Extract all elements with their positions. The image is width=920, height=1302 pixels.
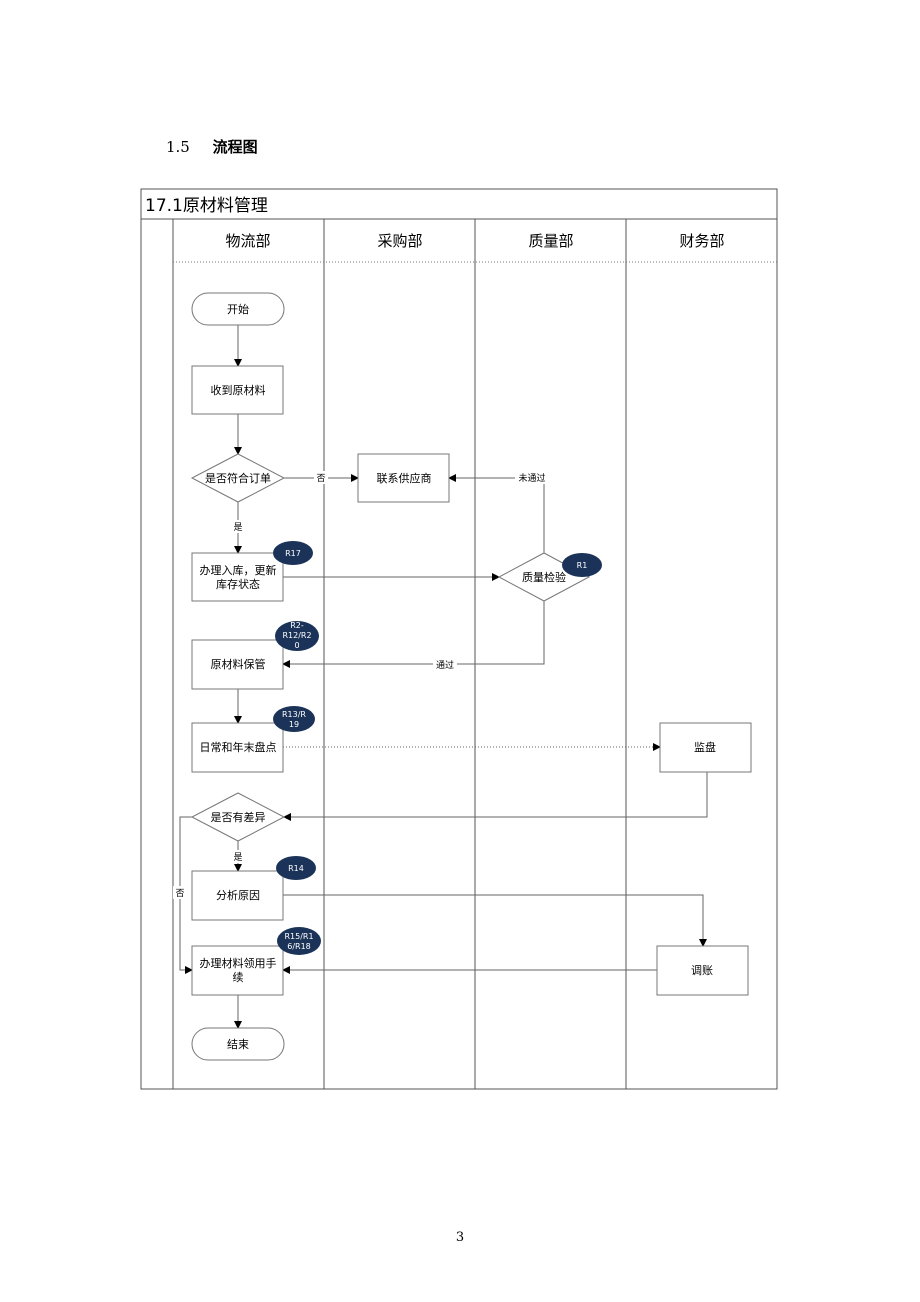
section-heading: 1.5 流程图: [166, 136, 258, 157]
node-issue-line2: 续: [233, 970, 244, 984]
badge-r13-line2: 19: [289, 720, 299, 729]
edge-quality-storage: [282, 601, 545, 668]
label-mask: [433, 658, 457, 671]
node-check-order-label: 是否符合订单: [205, 471, 271, 485]
badge-r17-label: R17: [285, 549, 301, 558]
label-mask: [230, 520, 246, 533]
label-no-order: 否: [316, 473, 325, 484]
node-storage: [191, 639, 284, 690]
edge-labels: 否 是 未通过 通过 是 否: [173, 471, 549, 899]
badge-r2-line1: R2-: [290, 621, 304, 630]
node-warehouse-in-line2: 库存状态: [216, 577, 260, 591]
edge-supervise-diff: [283, 772, 708, 821]
badge-r15: [277, 927, 321, 955]
lane-header-quality: 质量部: [528, 232, 573, 250]
label-yes-order: 是: [233, 522, 242, 533]
badge-r2: [275, 621, 319, 651]
label-not-passed: 未通过: [518, 472, 545, 484]
node-issue-line1: 办理材料领用手: [200, 956, 277, 970]
label-yes-diff: 是: [233, 852, 242, 863]
node-analyze: [191, 870, 284, 921]
badge-r2-line3: 0: [294, 641, 299, 650]
edge-quality-contact: [448, 474, 545, 553]
label-passed: 通过: [436, 659, 454, 671]
label-mask: [515, 471, 549, 484]
lane-header-logistics: 物流部: [225, 232, 270, 250]
node-start-label: 开始: [227, 302, 249, 316]
label-mask: [230, 850, 246, 863]
node-receive: [191, 365, 284, 415]
node-contact-supplier: [357, 453, 450, 503]
badge-r17: [273, 541, 313, 565]
badge-r15-line2: 6/R18: [287, 942, 311, 951]
edge-analyze-adjust: [283, 894, 707, 947]
section-title: 流程图: [212, 138, 258, 156]
badge-r14: [276, 856, 316, 880]
node-supervise-count: [659, 722, 752, 773]
badge-r2-line2: R12/R2: [282, 631, 311, 640]
node-start: [191, 292, 285, 326]
badge-r13-line1: R13/R: [282, 710, 306, 719]
lane-headers: 物流部 采购部 质量部 财务部: [225, 232, 724, 250]
section-number: 1.5: [166, 138, 190, 156]
lane-header-finance: 财务部: [679, 232, 724, 250]
node-issue: [191, 945, 284, 996]
page-number: 3: [455, 1230, 465, 1245]
node-adjust-label: 调账: [691, 964, 713, 977]
node-supervise-count-label: 监盘: [694, 740, 716, 754]
label-mask: [173, 886, 188, 899]
node-check-diff-label: 是否有差异: [211, 810, 266, 824]
node-contact-supplier-label: 联系供应商: [377, 471, 432, 485]
node-end: [191, 1027, 285, 1061]
badge-r15-line1: R15/R1: [284, 932, 313, 941]
badge-r1: [562, 553, 602, 577]
diagram-title: 17.1原材料管理: [145, 196, 268, 216]
node-inventory-count-label: 日常和年末盘点: [200, 740, 277, 754]
node-check-diff: [190, 792, 286, 842]
node-adjust: [656, 945, 749, 996]
outer-border: [140, 188, 778, 1090]
nodes: 开始 收到原材料 是否符合订单 联系供应商 办理入库，更新 库存状态 质量检验 …: [190, 292, 752, 1061]
badge-r1-label: R1: [577, 561, 588, 570]
node-receive-label: 收到原材料: [211, 383, 266, 397]
risk-badges: R17 R1 R2- R12/R2 0 R13/R 19 R14 R15/R1 …: [273, 541, 602, 955]
node-warehouse-in: [191, 552, 284, 602]
node-quality-check-label: 质量检验: [522, 570, 566, 584]
node-end-label: 结束: [227, 1038, 249, 1051]
badge-r14-label: R14: [288, 864, 304, 873]
label-no-diff: 否: [175, 888, 184, 899]
node-storage-label: 原材料保管: [211, 657, 266, 671]
swimlane-frame: [140, 188, 778, 1090]
node-analyze-label: 分析原因: [216, 888, 260, 902]
badge-r13: [273, 706, 315, 732]
node-check-order: [190, 453, 286, 503]
label-mask: [314, 471, 328, 484]
node-warehouse-in-line1: 办理入库，更新: [200, 563, 277, 577]
node-inventory-count: [191, 722, 284, 773]
lane-header-purchasing: 采购部: [377, 232, 422, 250]
